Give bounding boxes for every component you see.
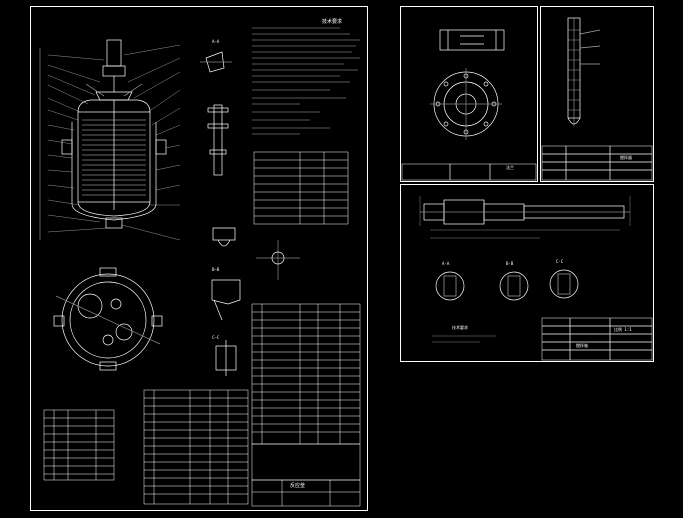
support-details [211,279,241,376]
shaft-tech-req-title: 技术要求 [452,325,468,330]
tech-req-title: 技术要求 [322,19,343,25]
reactor-top-view [53,267,163,371]
tech-requirement-text-lines [252,27,360,135]
parts-list-table [143,389,249,505]
parts-list-right [251,303,361,445]
main-drawing-sheet [30,6,368,511]
shaft-section-c: C-C [556,259,564,264]
flange-sheet-title: 法兰 [506,165,514,170]
agitator-drawing [541,17,653,181]
nozzle-detail-views [200,51,236,247]
section-label-c: C—C [212,335,220,340]
agitator-drawing-sheet [540,6,654,182]
shaft-section-b: B-B [506,261,514,266]
shaft-section-a: A-A [442,261,450,266]
main-title-block-text: 反应釜 [290,483,306,489]
shaft-drawing-sheet [400,184,654,362]
main-title-block [251,443,361,507]
design-data-table [253,151,349,225]
section-label-a: A—A [212,39,220,44]
reactor-vessel-drawing [39,39,181,241]
flange-drawing-sheet [400,6,538,182]
nozzle-table [43,409,115,481]
shaft-drawing [419,196,653,361]
flange-drawing [401,29,537,181]
agitator-sheet-title: 搅拌器 [620,155,632,160]
section-label-b: B—B [212,267,220,272]
shaft-sheet-title: 搅拌轴 [576,343,588,348]
shaft-scale-note: 比例 1:1 [614,327,632,332]
